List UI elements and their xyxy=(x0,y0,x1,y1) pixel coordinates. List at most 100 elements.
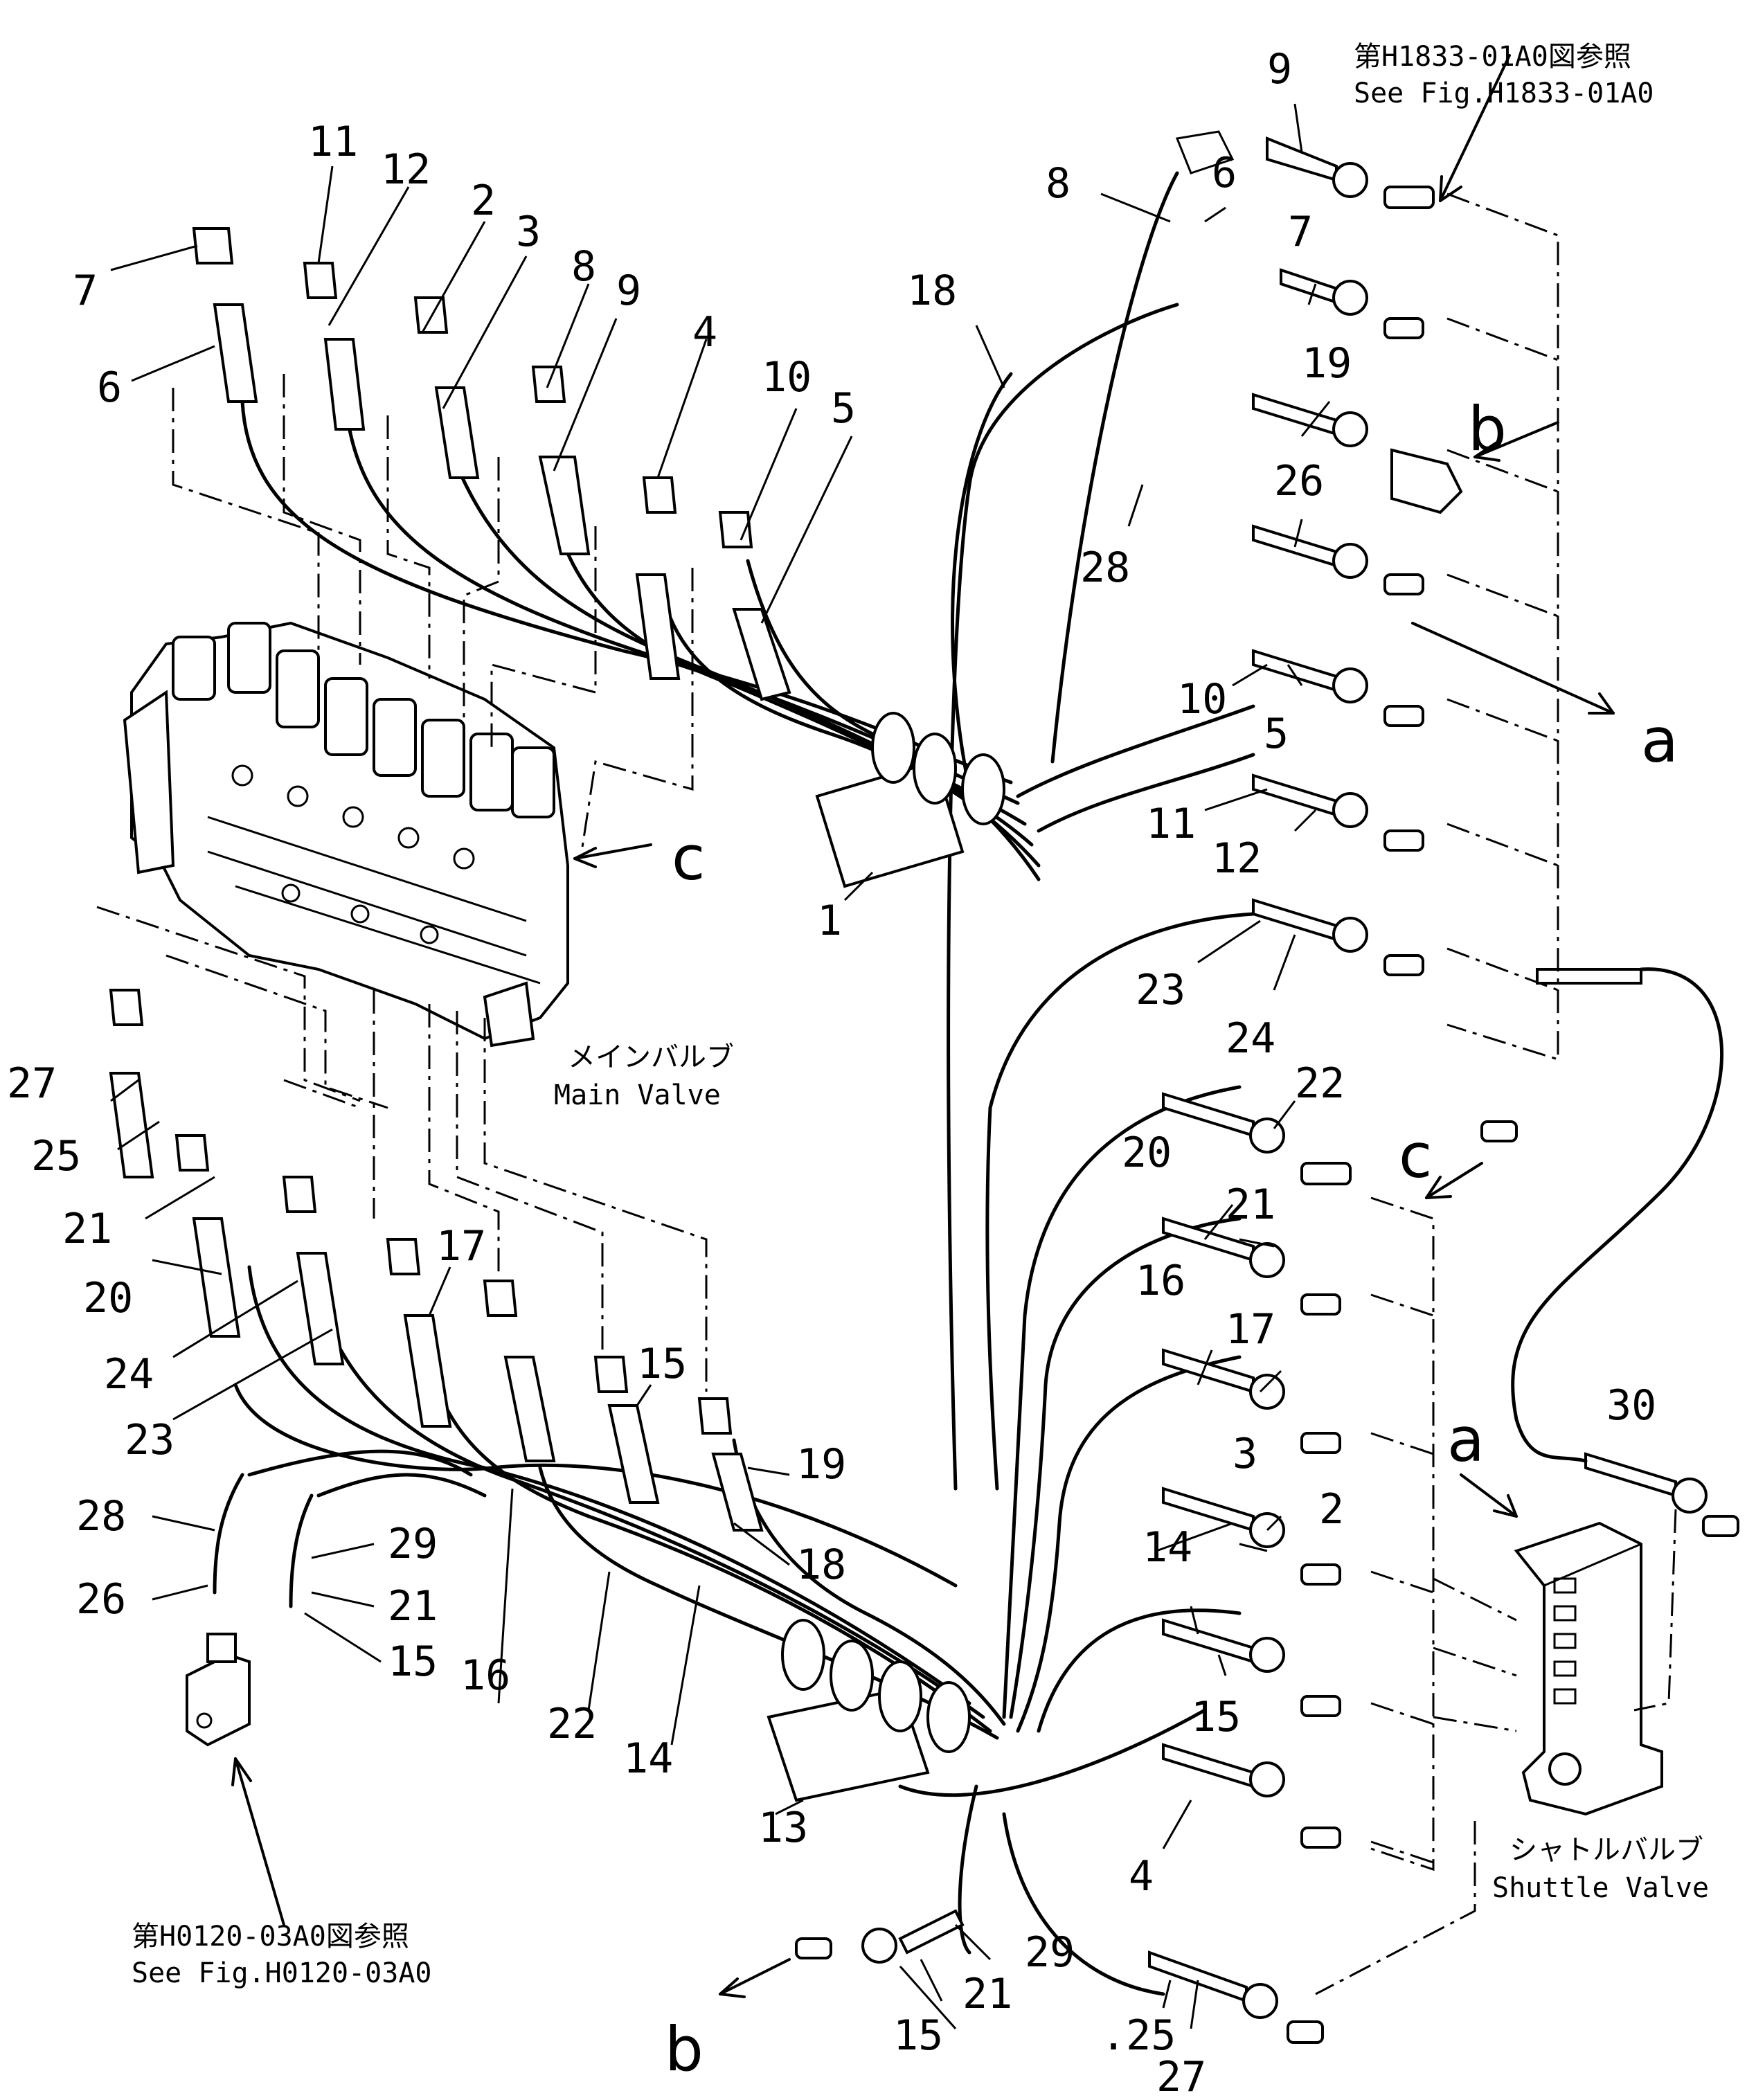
connection-lines xyxy=(96,192,1677,1995)
label-25-left: 25 xyxy=(31,1132,81,1181)
hose-29-top xyxy=(316,1473,487,1498)
fittings-top xyxy=(192,227,791,701)
label-25-bottom: .25 xyxy=(1101,2011,1176,2060)
label-17-right: 17 xyxy=(1226,1305,1275,1354)
shuttle-valve-en: Shuttle Valve xyxy=(1492,1872,1709,1904)
label-21-left-bottom: 21 xyxy=(388,1582,438,1631)
hose-ends-upper xyxy=(1175,130,1368,953)
label-2-top: 2 xyxy=(471,177,496,225)
hose-bundle-lower xyxy=(233,1085,1242,1996)
label-15-bottom: 15 xyxy=(893,2011,943,2060)
hose-28 xyxy=(213,1473,244,1595)
letter-c-right: c xyxy=(1399,1120,1432,1192)
main-valve-label: メインバルブ Main Valve xyxy=(554,1041,734,1111)
label-2-right: 2 xyxy=(1319,1485,1344,1534)
label-12-top: 12 xyxy=(381,145,431,194)
label-6-top-left: 6 xyxy=(97,364,122,412)
clamp-13 xyxy=(767,1619,971,1802)
label-15-right: 15 xyxy=(1191,1693,1241,1741)
label-30: 30 xyxy=(1606,1381,1656,1430)
connection-letters: b a c c a b xyxy=(665,393,1678,2085)
label-20-left: 20 xyxy=(83,1274,133,1322)
label-5-top: 5 xyxy=(831,384,856,433)
label-7-right: 7 xyxy=(1288,208,1313,256)
label-1: 1 xyxy=(817,897,842,945)
label-8-right: 8 xyxy=(1046,159,1070,208)
label-28-right: 28 xyxy=(1080,544,1130,592)
clamp-1 xyxy=(815,712,1005,888)
label-23-left: 23 xyxy=(125,1416,174,1464)
label-13: 13 xyxy=(758,1804,808,1852)
letter-a-shuttle: a xyxy=(1447,1404,1485,1475)
label-21-bottom: 21 xyxy=(962,1970,1012,2018)
block-fitting-drawing xyxy=(186,1633,251,1747)
main-valve-drawing xyxy=(123,621,569,1048)
part-number-labels: 7 6 11 12 2 3 8 9 4 10 5 9 8 6 7 18 19 2… xyxy=(7,45,1656,2100)
hose-ends-lower xyxy=(861,968,1708,2019)
arrows xyxy=(231,54,1615,1998)
label-20-right: 20 xyxy=(1122,1129,1172,1177)
label-7-top-left: 7 xyxy=(73,267,98,315)
label-21-right: 21 xyxy=(1226,1181,1275,1229)
shuttle-valve-label: シャトルバルブ Shuttle Valve xyxy=(1492,1834,1709,1904)
label-18-mid: 18 xyxy=(796,1541,846,1589)
hose-29 xyxy=(289,1493,314,1608)
label-9-right: 9 xyxy=(1267,45,1292,93)
main-valve-ja: メインバルブ xyxy=(568,1041,734,1073)
label-3-top: 3 xyxy=(516,208,541,256)
label-22-right: 22 xyxy=(1295,1059,1345,1108)
label-23-right: 23 xyxy=(1136,966,1185,1014)
label-24-left: 24 xyxy=(104,1350,154,1399)
reference-note-top: 第H1833-01A0図参照 See Fig.H1833-01A0 xyxy=(1354,41,1654,109)
label-24-right: 24 xyxy=(1226,1014,1275,1063)
label-27-bottom: 27 xyxy=(1156,2053,1206,2100)
fittings-lower-left xyxy=(109,989,764,1532)
label-19-mid: 19 xyxy=(796,1440,846,1489)
label-28-left: 28 xyxy=(76,1492,126,1541)
label-11-top: 11 xyxy=(308,118,358,166)
label-16-right: 16 xyxy=(1136,1257,1185,1305)
label-18-top: 18 xyxy=(907,267,957,315)
label-14-bottom: 14 xyxy=(623,1734,673,1783)
label-4-right: 4 xyxy=(1129,1852,1154,1901)
label-6-right: 6 xyxy=(1212,149,1237,197)
label-15-mid: 15 xyxy=(637,1340,687,1388)
label-4-top: 4 xyxy=(692,308,717,357)
label-15-left-bottom: 15 xyxy=(388,1637,438,1686)
main-valve-en: Main Valve xyxy=(554,1079,721,1111)
letter-b-upper: b xyxy=(1468,393,1507,465)
letter-c-valve: c xyxy=(672,823,705,894)
label-8-top: 8 xyxy=(571,242,596,291)
label-22-bottom: 22 xyxy=(547,1700,597,1748)
hose-28-top xyxy=(247,1449,473,1477)
reference-bottom-en: See Fig.H0120-03A0 xyxy=(132,1957,431,1989)
label-29-bottom: 29 xyxy=(1025,1928,1075,1977)
nipples xyxy=(795,186,1739,2044)
letter-a-right: a xyxy=(1641,705,1678,776)
shuttle-valve-drawing xyxy=(1514,1521,1663,1816)
letter-b-bottom: b xyxy=(665,2013,704,2085)
reference-top-ja: 第H1833-01A0図参照 xyxy=(1354,41,1631,73)
label-26-right: 26 xyxy=(1274,457,1324,505)
label-29-left: 29 xyxy=(388,1520,438,1568)
label-11-right: 11 xyxy=(1146,800,1196,848)
label-17-left: 17 xyxy=(436,1222,486,1271)
leader-lines xyxy=(110,103,1331,2029)
label-12-right: 12 xyxy=(1212,834,1262,883)
label-10-top: 10 xyxy=(762,353,812,402)
label-9-top: 9 xyxy=(616,267,641,315)
label-21-left: 21 xyxy=(62,1205,112,1253)
label-26-left: 26 xyxy=(76,1575,126,1624)
label-14-right: 14 xyxy=(1143,1523,1192,1572)
label-5-right: 5 xyxy=(1264,710,1289,758)
shuttle-valve-ja: シャトルバルブ xyxy=(1509,1834,1703,1866)
label-10-right: 10 xyxy=(1177,675,1227,724)
label-19-right: 19 xyxy=(1302,339,1352,388)
reference-note-bottom: 第H0120-03A0図参照 See Fig.H0120-03A0 xyxy=(132,1921,431,1989)
reference-bottom-ja: 第H0120-03A0図参照 xyxy=(132,1921,409,1953)
label-16-left-bottom: 16 xyxy=(460,1651,510,1700)
label-3-right: 3 xyxy=(1233,1430,1257,1478)
hose-30-loop xyxy=(1511,967,1723,1463)
reference-top-en: See Fig.H1833-01A0 xyxy=(1354,78,1654,109)
